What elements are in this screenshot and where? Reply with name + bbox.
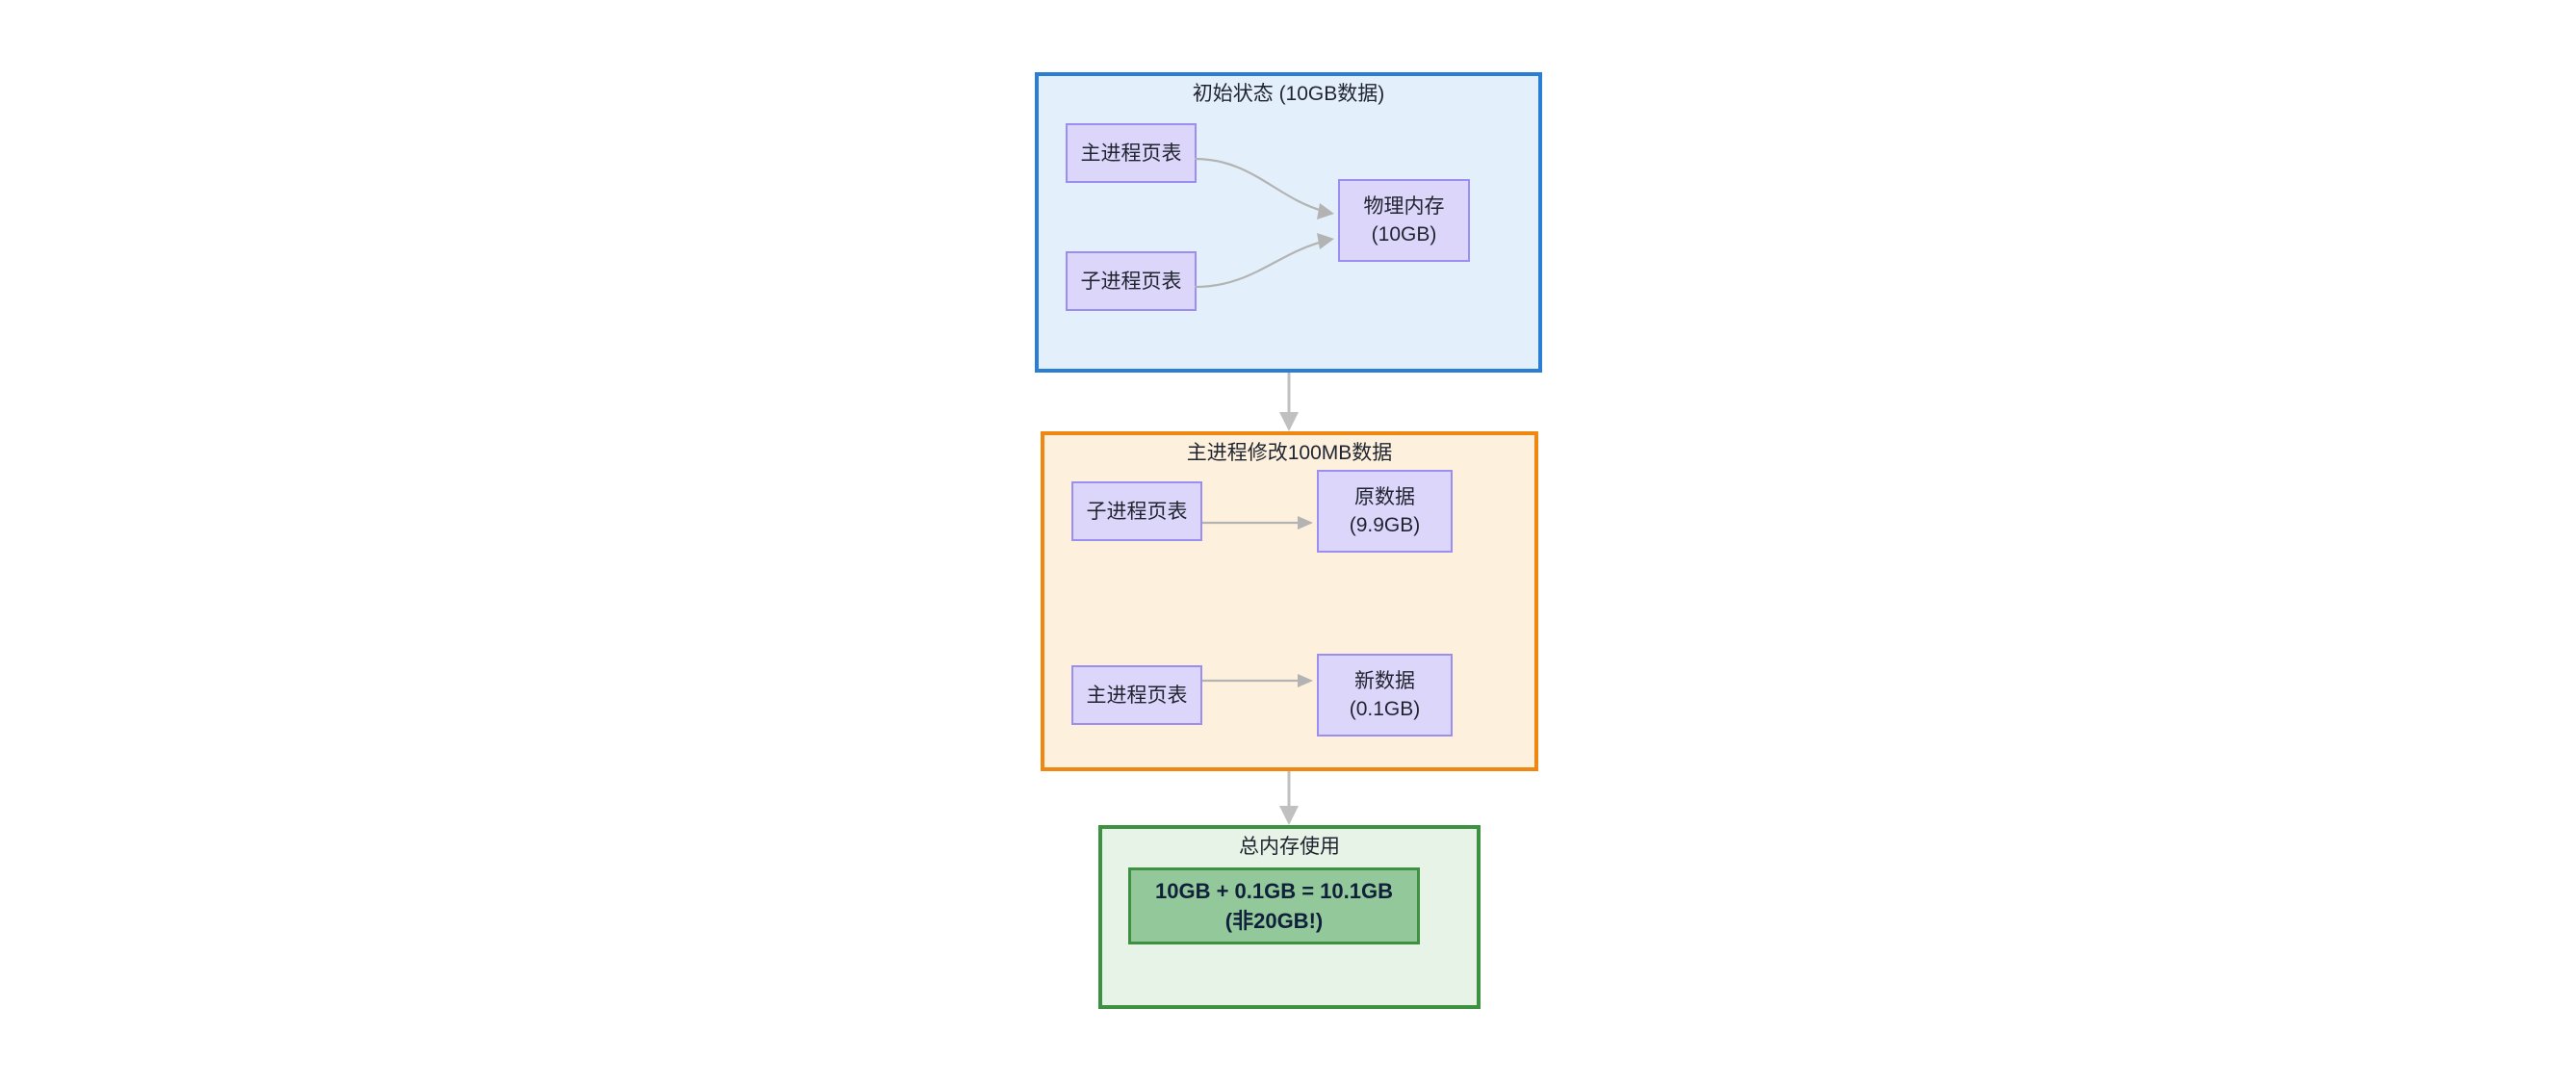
node-label-line2: (0.1GB) (1349, 698, 1421, 720)
result-line2: (非20GB!) (1224, 909, 1324, 933)
result-line1: 10GB + 0.1GB = 10.1GB (1154, 879, 1394, 903)
group-total-memory: 总内存使用 10GB + 0.1GB = 10.1GB (非20GB!) (1098, 825, 1481, 1009)
node-child-pagetable-initial[interactable]: 子进程页表 (1066, 251, 1197, 311)
node-label-line1: 新数据 (1354, 670, 1415, 692)
group-total-memory-title: 总内存使用 (1239, 836, 1340, 858)
result-total-memory: 10GB + 0.1GB = 10.1GB (非20GB!) (1128, 867, 1420, 944)
node-parent-pagetable-initial[interactable]: 主进程页表 (1066, 123, 1197, 183)
node-child-pagetable-modify[interactable]: 子进程页表 (1071, 481, 1202, 541)
node-physical-memory[interactable]: 物理内存 (10GB) (1338, 179, 1470, 262)
node-label-line2: (10GB) (1371, 223, 1437, 246)
node-label-line1: 主进程页表 (1086, 684, 1188, 707)
group-modify-data-title: 主进程修改100MB数据 (1186, 442, 1393, 464)
group-initial-state: 初始状态 (10GB数据) 主进程页表 子进程页表 物理内存 (10GB) (1035, 72, 1542, 373)
group-initial-state-title: 初始状态 (10GB数据) (1192, 83, 1385, 105)
node-label-line1: 子进程页表 (1086, 500, 1188, 523)
group-modify-data: 主进程修改100MB数据 子进程页表 原数据 (9.9GB) 主进程页表 新数据… (1041, 431, 1538, 771)
node-label-line1: 主进程页表 (1080, 142, 1182, 165)
node-label-line1: 物理内存 (1363, 195, 1445, 218)
node-parent-pagetable-modify[interactable]: 主进程页表 (1071, 665, 1202, 725)
flow-initial-to-modify-arrowhead (1279, 412, 1299, 431)
flow-modify-to-total-arrowhead (1279, 806, 1299, 825)
node-new-data[interactable]: 新数据 (0.1GB) (1317, 654, 1453, 737)
node-label-line2: (9.9GB) (1349, 514, 1421, 536)
node-original-data[interactable]: 原数据 (9.9GB) (1317, 470, 1453, 553)
node-label-line1: 子进程页表 (1080, 270, 1182, 293)
node-label-line1: 原数据 (1354, 486, 1415, 508)
